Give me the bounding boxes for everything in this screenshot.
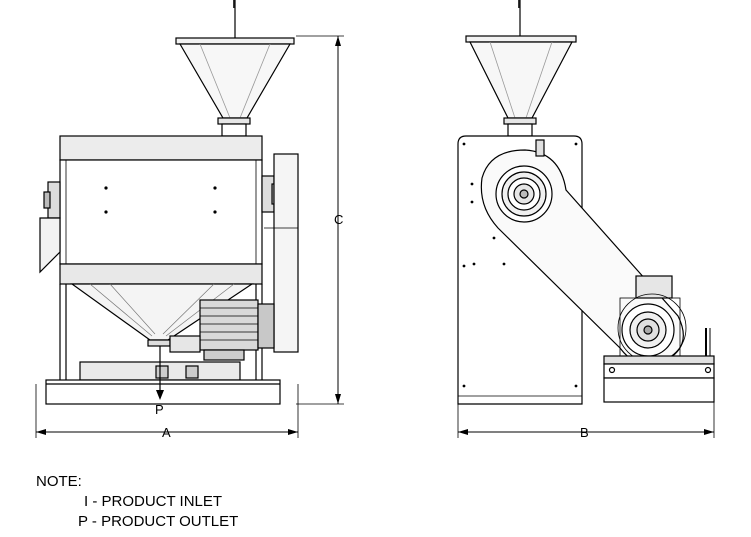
front-outlet-arrow <box>156 346 164 400</box>
label-dim-b: B <box>580 425 589 440</box>
side-hopper <box>465 35 577 137</box>
notes-block: NOTE: I - PRODUCT INLET P - PRODUCT OUTL… <box>36 472 238 532</box>
note-item-inlet: I - PRODUCT INLET <box>84 493 223 510</box>
dimension-b <box>457 402 715 438</box>
front-view <box>39 0 299 405</box>
front-base <box>45 361 281 405</box>
label-inlet-front: I <box>232 0 236 11</box>
label-dim-c: C <box>334 212 343 227</box>
label-outlet: P <box>155 402 164 417</box>
dimension-a <box>35 384 299 438</box>
side-view <box>457 0 715 405</box>
side-base <box>603 355 715 403</box>
front-motor <box>169 299 275 361</box>
note-item-outlet: P - PRODUCT OUTLET <box>78 513 239 530</box>
upper-pulley <box>495 165 553 223</box>
front-hopper <box>175 37 295 137</box>
label-dim-a: A <box>162 425 171 440</box>
side-motor <box>617 275 687 363</box>
label-inlet-side: I <box>517 0 521 11</box>
front-left-chute <box>39 217 61 274</box>
front-drive-cover <box>273 153 299 353</box>
front-main-body <box>59 135 263 285</box>
side-body-holes <box>462 142 578 388</box>
dimension-c <box>296 35 344 405</box>
lower-pulley <box>621 303 675 357</box>
notes-heading: NOTE: <box>36 473 82 490</box>
side-lever <box>705 328 711 356</box>
front-lower-cone <box>70 283 254 347</box>
